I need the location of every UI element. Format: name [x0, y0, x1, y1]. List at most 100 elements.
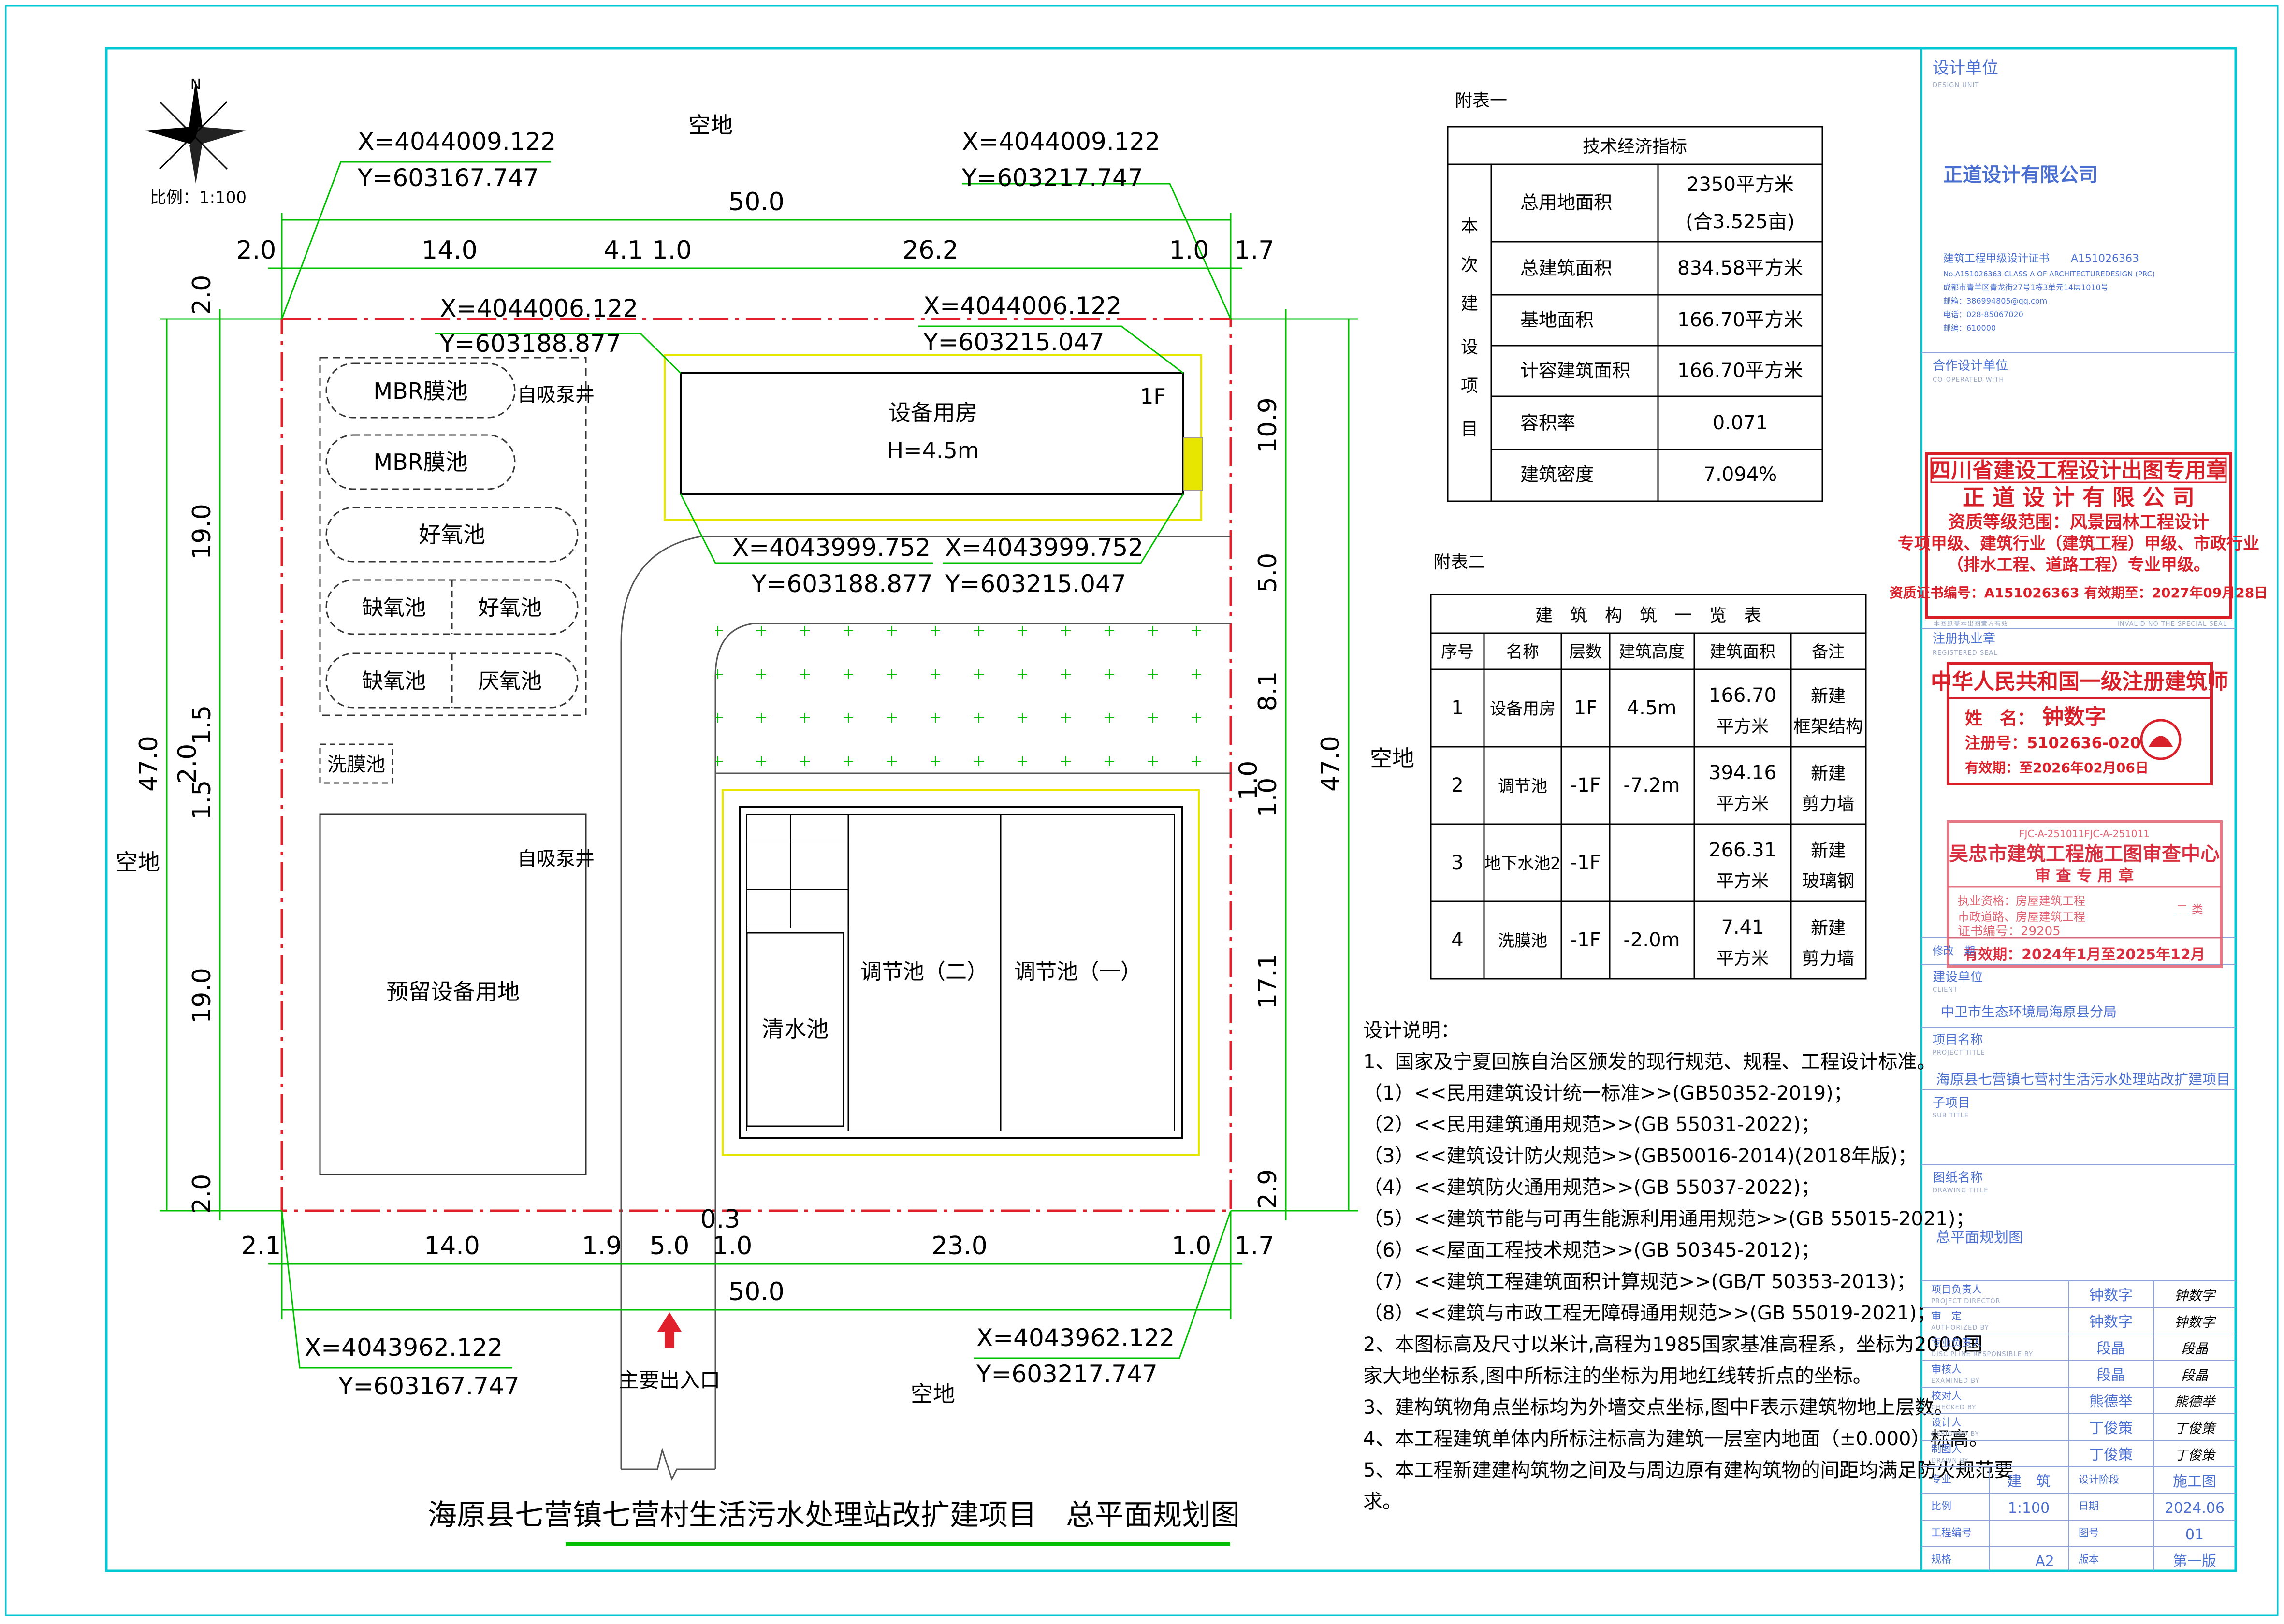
tb-date: 2024.06	[2165, 1500, 2225, 1517]
dim-top-2: 4.1	[604, 236, 644, 265]
table2-row2-area: 266.31	[1709, 839, 1776, 861]
stamp3-title: 吴忠市建筑工程施工图审查中心	[1949, 843, 2220, 865]
note-line-13: 5、本工程新建建构筑物之间及与周边原有建构筑物的间距均满足防火规范要	[1363, 1459, 2013, 1481]
table2-row1-name: 调节池	[1498, 777, 1547, 796]
dim-right-4: 1.0	[1253, 778, 1282, 818]
stamp2-no: 注册号：5102636-020	[1965, 734, 2141, 752]
role-1-label: 审 定	[1931, 1310, 1962, 1322]
role-2-sub: DISCIPLINE RESPONSIBLE BY	[1931, 1351, 2033, 1358]
table1-side-1: 次	[1461, 255, 1478, 275]
dim-bottom-1: 14.0	[424, 1232, 480, 1261]
stamp1-scope2: 专项甲级、建筑行业（建筑工程）甲级、市政行业	[1898, 534, 2259, 553]
stamp1-cert: 资质证书编号：A151026363 有效期至：2027年09月28日	[1890, 585, 2268, 601]
dim-left-total: 47.0	[134, 736, 163, 792]
table1-row0-name: 总用地面积	[1520, 192, 1612, 213]
note-line-1: （1）<<民用建筑设计统一标准>>(GB50352-2019)；	[1363, 1082, 1853, 1104]
table2-row-1: 2 调节池 -1F -7.2m 394.16 平方米 新建 剪力墙	[1451, 762, 1854, 814]
note-line-0: 1、国家及宁夏回族自治区颁发的现行规范、规程、工程设计标准。	[1363, 1051, 1936, 1073]
role-0-sub: PROJECT DIRECTOR	[1931, 1298, 2001, 1305]
regulating-tank-2-label: 调节池（二）	[860, 959, 988, 984]
note-line-14: 求。	[1363, 1491, 1402, 1513]
table2-row0-note2: 框架结构	[1793, 717, 1863, 737]
role-row-4: 校对人 CHECKED BY 熊德举 熊德举	[1931, 1390, 2216, 1411]
table2-row0-height: 4.5m	[1627, 697, 1677, 719]
role-1-sub: AUTHORIZED BY	[1931, 1324, 1989, 1332]
table2-row3-area: 7.41	[1721, 916, 1764, 939]
coord-c7-x: X=4043962.122	[305, 1334, 503, 1362]
table2-row0-name: 设备用房	[1490, 699, 1556, 719]
role-2-label: 专业负责人	[1931, 1337, 1982, 1348]
table2-row-0: 1 设备用房 1F 4.5m 166.70 平方米 新建 框架结构	[1451, 684, 1863, 737]
table2-row1-floors: -1F	[1571, 774, 1601, 797]
aerobic-tank	[325, 507, 579, 563]
table1-row3-name: 计容建筑面积	[1520, 360, 1630, 381]
role-1-name: 钟数字	[2089, 1314, 2133, 1331]
role-row-0: 项目负责人 PROJECT DIRECTOR 钟数字 钟数字	[1931, 1284, 2216, 1305]
dim-bottom-0: 2.1	[241, 1232, 281, 1261]
tb-design-unit-label: 设计单位	[1933, 58, 1998, 78]
dim-top-5: 1.0	[1169, 236, 1209, 265]
note-line-10: 家大地坐标系,图中所标注的坐标为用地红线转折点的坐标。	[1363, 1365, 1872, 1387]
tb-reg-sub: REGISTERED SEAL	[1933, 650, 1998, 657]
table2-col-5: 备注	[1812, 642, 1845, 662]
note-line-2: （2）<<民用建筑通用规范>>(GB 55031-2022)；	[1363, 1114, 1820, 1136]
tb-coop-sub: CO-OPERATED WITH	[1933, 377, 2004, 384]
dim-bottom-6: 23.0	[931, 1232, 988, 1261]
tb-revise-label: 修改 期	[1933, 945, 1975, 957]
dim-left-0: 2.0	[188, 275, 217, 315]
table2-row-2: 3 地下水池2 -1F 266.31 平方米 新建 玻璃钢	[1451, 839, 1854, 891]
note-line-11: 3、建构筑物角点坐标均为外墙交点坐标,图中F表示建筑物地上层数。	[1363, 1396, 1953, 1419]
review-seal-stamp	[1947, 820, 2223, 968]
notes-lines: 1、国家及宁夏回族自治区颁发的现行规范、规程、工程设计标准。 （1）<<民用建筑…	[1363, 1051, 2013, 1513]
role-0-label: 项目负责人	[1931, 1284, 1982, 1295]
role-row-2: 专业负责人 DISCIPLINE RESPONSIBLE BY 段晶 段晶	[1931, 1337, 2209, 1358]
entrance-arrow-icon	[657, 1312, 682, 1348]
table1-row5-value: 7.094%	[1703, 464, 1777, 486]
stamp3-row1: 执业资格：房屋建筑工程	[1958, 894, 2085, 908]
dim-bottom-3: 5.0	[650, 1232, 690, 1261]
tb-subitem-sub: SUB TITLE	[1933, 1112, 1969, 1119]
coord-c2-y: Y=603217.747	[961, 164, 1143, 192]
dim-bottom-7: 1.0	[1172, 1232, 1212, 1261]
tb-project-sub: PROJECT TITLE	[1933, 1049, 1985, 1057]
note-line-12: 4、本工程建筑单体内所标注标高为建筑一层室内地面（±0.000）标高。	[1363, 1428, 1988, 1450]
table2-row2-name: 地下水池2	[1484, 854, 1561, 873]
coord-c8-x: X=4043962.122	[976, 1324, 1175, 1352]
role-2-signature: 段晶	[2181, 1341, 2209, 1357]
role-2-name: 段晶	[2096, 1340, 2125, 1357]
dim-left-4: 1.5	[188, 780, 217, 820]
tb-drawing-no: 01	[2185, 1526, 2204, 1543]
tb-cert: 建筑工程甲级设计证书 A151026363	[1943, 253, 2139, 265]
stamp2-valid: 有效期：至2026年02月06日	[1965, 760, 2149, 776]
dim-right-total: 47.0	[1316, 736, 1345, 792]
coord-c1-y: Y=603167.747	[357, 164, 539, 192]
tb-project-label: 项目名称	[1933, 1033, 1983, 1047]
table2-row3-floors: -1F	[1571, 929, 1601, 951]
mbr-tank-1	[325, 362, 516, 419]
role-row-6: 制图人 DRAWN BY 丁俊策 丁俊策	[1931, 1443, 2217, 1464]
dim-left-2: 1.5	[188, 705, 217, 745]
role-3-signature: 段晶	[2181, 1367, 2209, 1383]
tb-project: 海原县七营镇七营村生活污水处理站改扩建项目	[1936, 1071, 2230, 1088]
table2-row1-unit: 平方米	[1717, 794, 1769, 814]
design-seal-stamp	[1925, 452, 2232, 619]
stamp3-sub: 审 查 专 用 章	[2035, 866, 2134, 884]
mbr-tank-2	[325, 434, 516, 490]
equipment-room-entry	[1183, 437, 1203, 491]
clear-water-tank	[746, 932, 844, 1127]
table1-side-5: 目	[1461, 420, 1478, 439]
table2-grid	[1430, 594, 1867, 980]
dim-top-0: 2.0	[236, 236, 276, 265]
dim-bottom-8: 1.7	[1235, 1232, 1275, 1261]
notes-heading: 设计说明：	[1363, 1019, 1460, 1042]
tb-tel: 电话：028-85067020	[1943, 310, 2023, 319]
dim-right-2: 8.1	[1253, 671, 1282, 711]
anoxic-tank-1-label: 缺氧池	[362, 595, 426, 620]
open-land-bottom: 空地	[911, 1381, 955, 1407]
dim-right-5: 17.1	[1253, 953, 1282, 1009]
role-row-5: 设计人 DESIGNED BY 丁俊策 丁俊策	[1931, 1417, 2217, 1438]
coord-c2-x: X=4044009.122	[962, 128, 1160, 156]
stamp3-cert: 证书编号：29205	[1958, 924, 2061, 939]
tb-subitem-label: 子项目	[1933, 1096, 1970, 1110]
